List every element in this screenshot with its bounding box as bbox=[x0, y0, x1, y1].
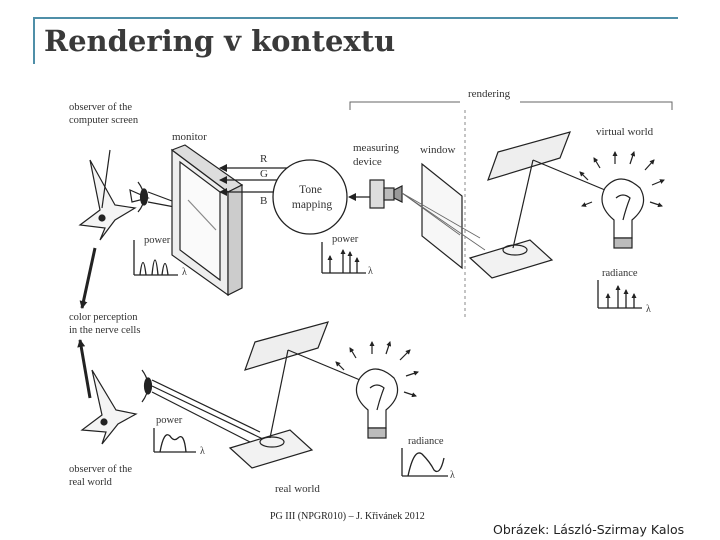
power-spectrum-plot-real bbox=[153, 428, 196, 453]
window-label: window bbox=[420, 144, 456, 156]
real-observer-head-icon bbox=[80, 369, 138, 445]
power-label-real: power bbox=[156, 415, 183, 426]
title-frame-left-rule bbox=[33, 17, 35, 64]
real-world-mirror bbox=[244, 321, 329, 371]
viewing-frustum-lines bbox=[401, 192, 486, 251]
observer-to-perception-arrow bbox=[79, 247, 97, 309]
eye-icon bbox=[137, 181, 181, 213]
observer-head-icon bbox=[78, 149, 150, 241]
power-spectrum-plot-measuring bbox=[321, 242, 366, 274]
light-bulb-icon-real bbox=[335, 341, 419, 439]
power-spectrum-plot-screen bbox=[133, 240, 178, 276]
radiance-label-real: radiance bbox=[408, 436, 444, 447]
radiance-spectrum-plot-real bbox=[401, 448, 448, 477]
real-world-light-paths bbox=[269, 349, 361, 439]
channel-r-label: R bbox=[260, 153, 268, 165]
lambda-real-radiance: λ bbox=[450, 470, 455, 481]
image-credit: Obrázek: László-Szirmay Kalos bbox=[493, 522, 685, 537]
power-label-screen: power bbox=[144, 235, 171, 246]
lambda-virtual: λ bbox=[646, 304, 651, 315]
monitor-box bbox=[170, 144, 244, 297]
channel-b-label: B bbox=[260, 195, 267, 207]
slide-title: Rendering v kontextu bbox=[44, 24, 396, 58]
rendering-label: rendering bbox=[468, 88, 511, 100]
light-bulb-icon-virtual bbox=[579, 151, 665, 249]
observer-real-label: observer of the real world bbox=[69, 464, 135, 488]
virtual-world-mirror bbox=[487, 131, 571, 181]
slide-footer: PG III (NPGR010) – J. Křivánek 2012 bbox=[270, 511, 425, 522]
radiance-spectrum-plot-virtual bbox=[597, 280, 642, 309]
measuring-device-icon bbox=[369, 179, 403, 209]
real-observer-to-perception-arrow bbox=[77, 339, 92, 399]
virtual-world-label: virtual world bbox=[596, 126, 654, 138]
monitor-label: monitor bbox=[172, 131, 207, 143]
rendering-context-diagram: observer of the computer screen monitor … bbox=[69, 88, 673, 495]
real-world-label: real world bbox=[275, 483, 320, 495]
radiance-label-virtual: radiance bbox=[602, 268, 638, 279]
lambda-real: λ bbox=[200, 446, 205, 457]
measuring-device-label: measuring device bbox=[353, 142, 402, 168]
virtual-world-light-paths bbox=[512, 159, 606, 249]
lambda-screen: λ bbox=[182, 267, 187, 278]
color-perception-label: color perception in the nerve cells bbox=[69, 312, 140, 336]
lambda-measuring: λ bbox=[368, 266, 373, 277]
tone-mapping-label: Tone mapping bbox=[292, 184, 332, 211]
tone-mapping-node bbox=[272, 159, 348, 235]
channel-g-label: G bbox=[260, 168, 268, 180]
power-label-measuring: power bbox=[332, 234, 359, 245]
virtual-world-floor bbox=[468, 239, 554, 279]
observer-screen-label: observer of the computer screen bbox=[69, 102, 139, 126]
rendering-bracket bbox=[349, 101, 673, 110]
real-eye-icon bbox=[141, 369, 266, 443]
title-frame-top-rule bbox=[33, 17, 678, 19]
